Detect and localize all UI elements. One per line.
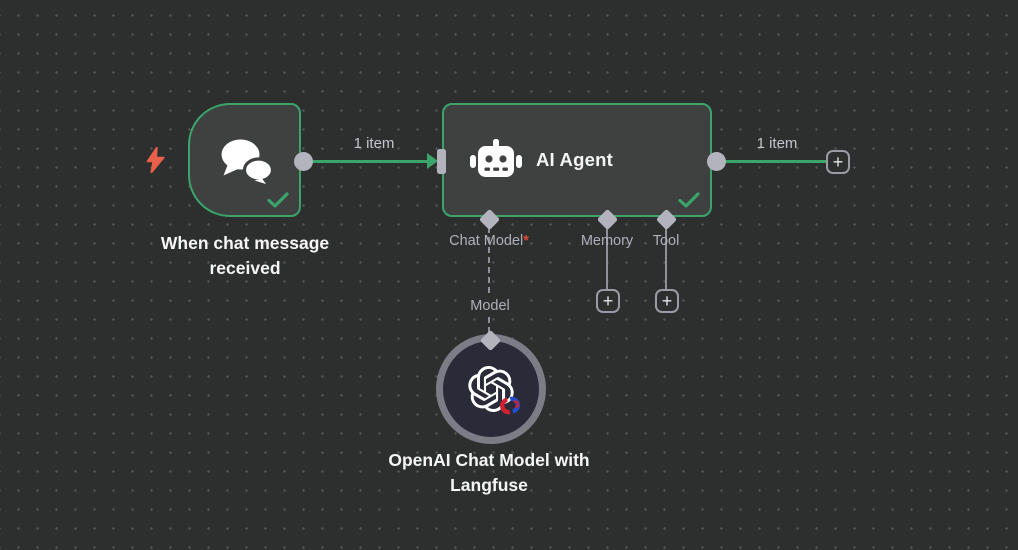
node-openai-chat-model[interactable] xyxy=(436,334,546,444)
add-memory-button[interactable]: + xyxy=(596,289,620,313)
add-node-button[interactable]: + xyxy=(826,150,850,174)
connection-items-label: 1 item xyxy=(353,135,395,152)
connection-arrowhead-icon xyxy=(427,153,438,169)
langfuse-badge-icon xyxy=(500,396,520,415)
connection-trigger-to-agent xyxy=(303,160,429,163)
port-label-text: Chat Model xyxy=(449,233,524,249)
memory-port-stub-line xyxy=(606,227,608,291)
connection-agent-output xyxy=(716,160,828,163)
node-ai-agent[interactable]: AI Agent xyxy=(442,103,712,217)
agent-input-endpoint[interactable] xyxy=(437,149,446,174)
required-marker: * xyxy=(523,233,529,249)
robot-icon xyxy=(470,139,522,177)
chat-bubbles-icon xyxy=(221,139,275,184)
agent-output-endpoint[interactable] xyxy=(707,152,726,171)
model-connection-label: Model xyxy=(466,297,514,315)
port-label-memory: Memory xyxy=(580,233,634,249)
tool-port-stub-line xyxy=(665,227,667,291)
port-label-tool: Tool xyxy=(652,233,680,249)
add-tool-button[interactable]: + xyxy=(655,289,679,313)
trigger-node-name: When chat message received xyxy=(160,233,330,278)
trigger-bolt-icon xyxy=(146,147,165,173)
success-checkmark-icon xyxy=(678,192,700,208)
connection-model-to-agent xyxy=(488,227,490,333)
model-node-name: OpenAI Chat Model with Langfuse xyxy=(388,450,590,495)
success-checkmark-icon xyxy=(267,192,289,208)
trigger-output-endpoint[interactable] xyxy=(294,152,313,171)
connection-items-label: 1 item xyxy=(756,135,798,152)
agent-node-title: AI Agent xyxy=(536,149,613,170)
node-chat-trigger[interactable] xyxy=(188,103,301,217)
port-label-chat-model: Chat Model* xyxy=(449,233,529,249)
